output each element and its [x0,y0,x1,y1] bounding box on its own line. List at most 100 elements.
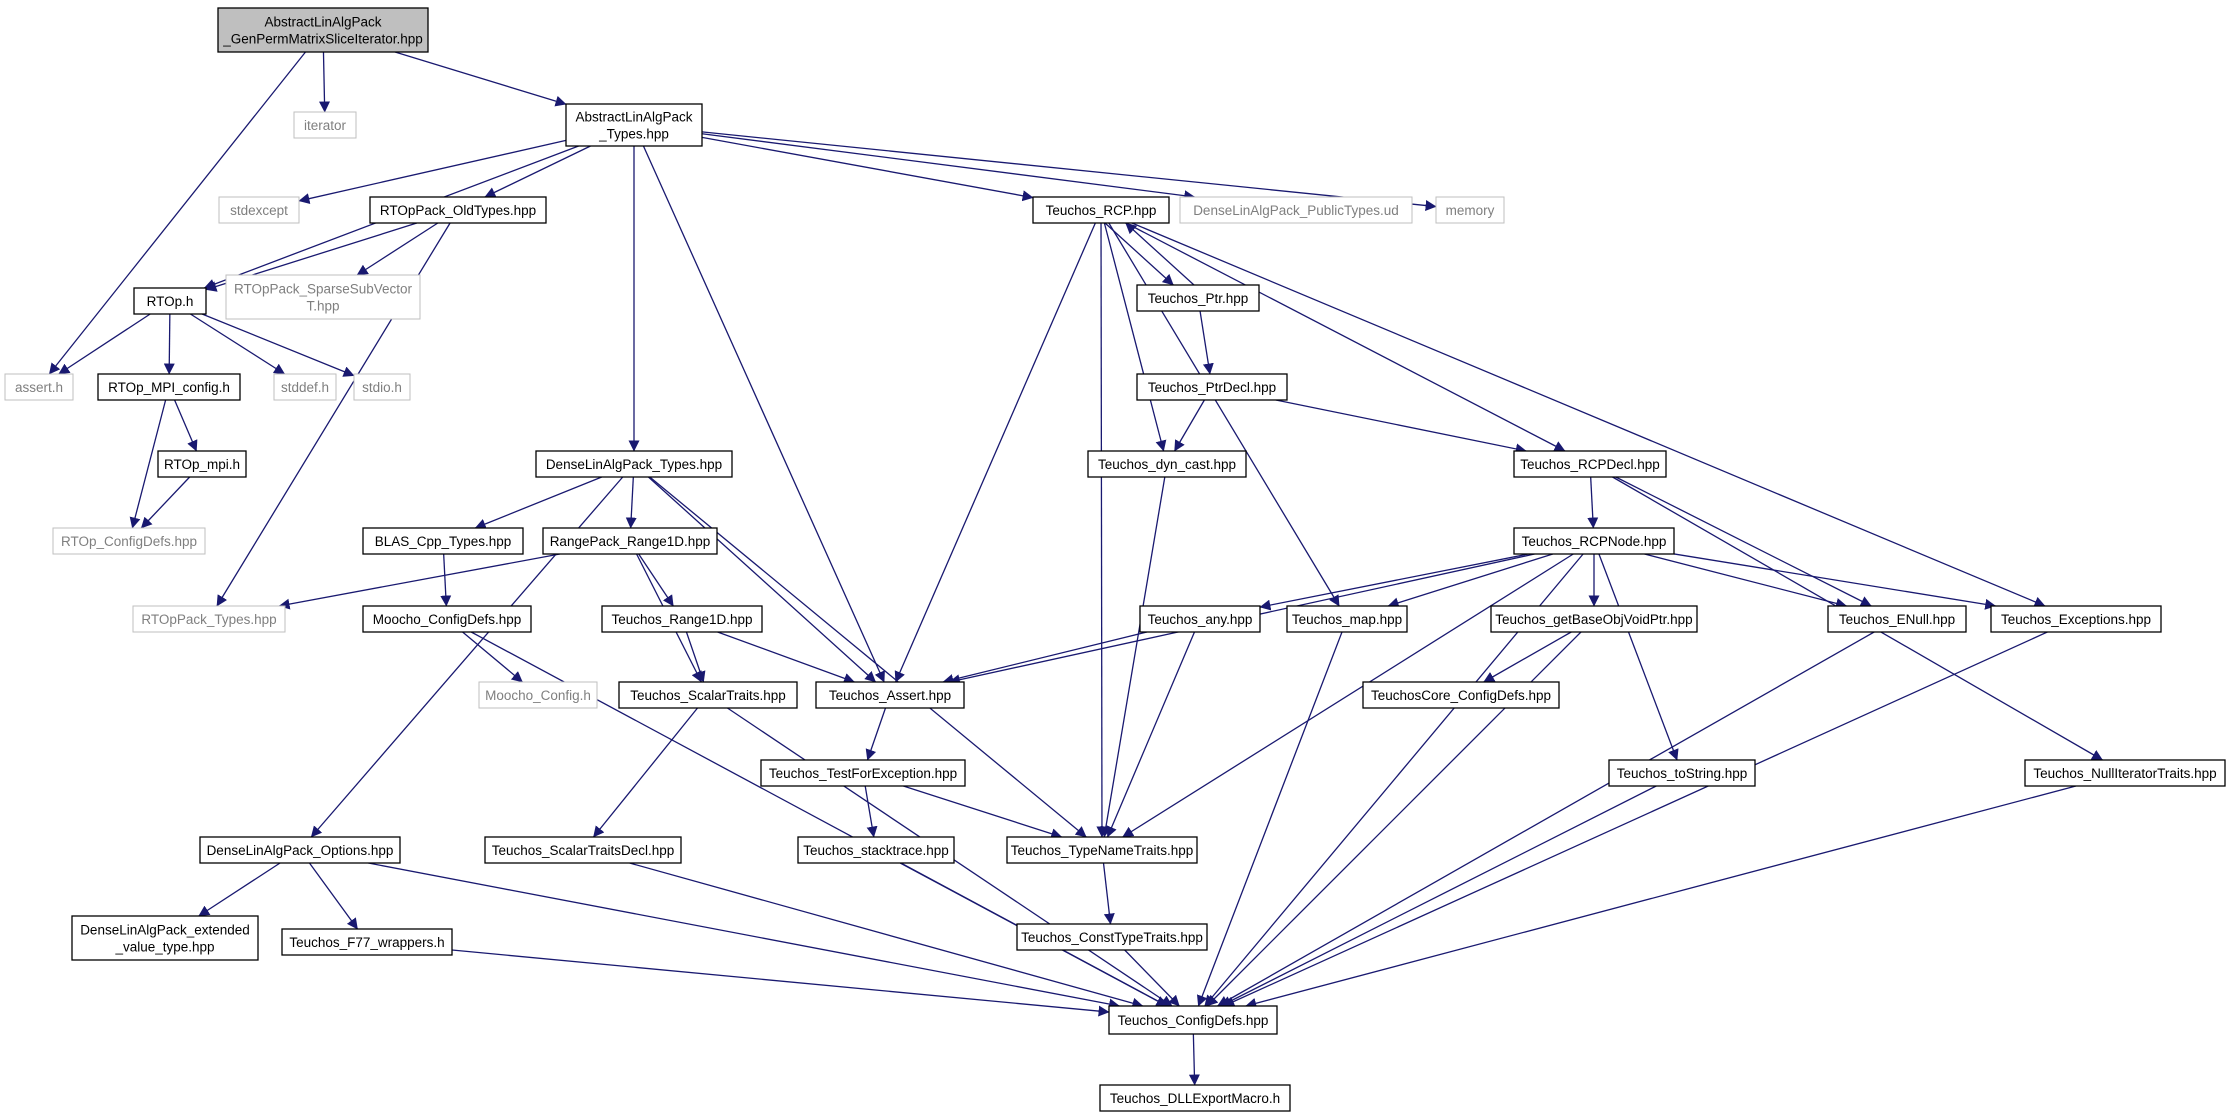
node-nulliterator[interactable]: Teuchos_NullIteratorTraits.hpp [2024,759,2226,787]
node-alap_types[interactable]: AbstractLinAlgPack_Types.hpp [565,103,703,147]
node-box [1136,284,1260,312]
edge-rangepack-to-rtoppack_types [278,553,560,610]
edge-teuchos_ptrdecl-to-dyn_cast [1174,399,1205,452]
node-box [157,450,247,478]
node-root[interactable]: AbstractLinAlgPack_GenPermMatrixSliceIte… [217,7,429,53]
node-label: Teuchos_PtrDecl.hpp [1148,380,1276,395]
edge-teuchos_rcp-to-teuchos_map [1108,222,1340,607]
node-box [1608,759,1756,787]
node-label: Teuchos_ScalarTraits.hpp [630,688,786,703]
node-dlap_extended[interactable]: DenseLinAlgPack_extended_value_type.hpp [71,915,259,961]
edge-rcpnode-to-exceptions [1673,553,1997,610]
node-rtop_mpi[interactable]: RTOp_mpi.h [157,450,247,478]
node-dlap_public: DenseLinAlgPack_PublicTypes.ud [1179,196,1413,224]
node-memory: memory [1435,196,1505,224]
edge-blas_cpp-to-moocho_configdefs [440,553,452,607]
edge-teuchos_rcp-to-rcpdecl [1125,222,1566,452]
node-teuchos_rcp[interactable]: Teuchos_RCP.hpp [1032,196,1170,224]
node-typenametraits[interactable]: Teuchos_TypeNameTraits.hpp [1006,836,1198,864]
edge-rtop_mpi_config-to-rtop_mpi [173,399,198,452]
node-scalartraits[interactable]: Teuchos_ScalarTraits.hpp [618,681,798,709]
node-f77[interactable]: Teuchos_F77_wrappers.h [281,928,453,956]
node-dlap_types[interactable]: DenseLinAlgPack_Types.hpp [535,450,733,478]
node-label: RTOp_ConfigDefs.hpp [61,534,197,549]
edge-rcpdecl-to-rcpnode [1587,476,1599,529]
node-exceptions[interactable]: Teuchos_Exceptions.hpp [1990,605,2162,633]
edge-rcpdecl-to-enull [1615,476,1872,607]
node-box [199,836,401,864]
node-moocho_configdefs[interactable]: Moocho_ConfigDefs.hpp [362,605,532,633]
node-teuchos_configdefs[interactable]: Teuchos_ConfigDefs.hpp [1108,1005,1278,1035]
node-label: Teuchos_RCPNode.hpp [1522,534,1667,549]
node-teuchos_ptrdecl[interactable]: Teuchos_PtrDecl.hpp [1136,373,1288,401]
node-box [815,681,965,709]
node-box [1108,1005,1278,1035]
node-rangepack[interactable]: RangePack_Range1D.hpp [542,527,718,555]
edge-alap_types-to-rtop_oldtypes [484,145,591,198]
node-label: Teuchos_toString.hpp [1617,766,1748,781]
node-label: Teuchos_stacktrace.hpp [803,843,949,858]
edge-rtop_h-to-stdio [201,313,355,377]
node-blas_cpp[interactable]: BLAS_Cpp_Types.hpp [362,527,524,555]
node-teuchoscore_configdefs[interactable]: TeuchosCore_ConfigDefs.hpp [1362,681,1560,709]
node-label: _Types.hpp [598,127,669,142]
node-box [1139,605,1261,633]
node-box [369,196,547,224]
node-testforexception[interactable]: Teuchos_TestForException.hpp [760,759,966,787]
edge-alap_types-to-memory [701,131,1437,211]
node-box [1513,450,1667,478]
edge-consttypetraits-to-teuchos_configdefs [1124,949,1180,1007]
node-dyn_cast[interactable]: Teuchos_dyn_cast.hpp [1087,450,1247,478]
node-rtop_h[interactable]: RTOp.h [133,287,207,315]
node-box [1513,527,1675,555]
node-stacktrace[interactable]: Teuchos_stacktrace.hpp [797,836,955,864]
node-rcpnode[interactable]: Teuchos_RCPNode.hpp [1513,527,1675,555]
node-box [1006,836,1198,864]
node-teuchos_map[interactable]: Teuchos_map.hpp [1286,605,1408,633]
node-label: _value_type.hpp [114,940,214,955]
node-rtop_mpi_config[interactable]: RTOp_MPI_config.h [97,373,241,401]
node-getbaseobj[interactable]: Teuchos_getBaseObjVoidPtr.hpp [1490,605,1698,633]
edge-teuchos_rcp-to-teuchos_ptr [1104,222,1174,286]
edge-typenametraits-to-consttypetraits [1102,862,1115,925]
node-label: Teuchos_ENull.hpp [1839,612,1955,627]
node-rcpdecl[interactable]: Teuchos_RCPDecl.hpp [1513,450,1667,478]
node-dllexport[interactable]: Teuchos_DLLExportMacro.h [1099,1084,1291,1112]
node-teuchos_ptr[interactable]: Teuchos_Ptr.hpp [1136,284,1260,312]
edge-teuchos_range1d-to-teuchos_assert [717,631,855,684]
edge-dlap_types-to-teuchos_assert [647,476,877,683]
edge-testforexception-to-typenametraits [903,785,1063,840]
edge-layer [48,51,2103,1086]
node-teuchos_range1d[interactable]: Teuchos_Range1D.hpp [601,605,763,633]
node-teuchos_assert[interactable]: Teuchos_Assert.hpp [815,681,965,709]
node-box [1087,450,1247,478]
node-label: TeuchosCore_ConfigDefs.hpp [1371,688,1551,703]
node-box [273,373,337,401]
node-label: _GenPermMatrixSliceIterator.hpp [222,32,423,47]
node-tostring[interactable]: Teuchos_toString.hpp [1608,759,1756,787]
node-box [484,836,682,864]
node-scalartraitsdecl[interactable]: Teuchos_ScalarTraitsDecl.hpp [484,836,682,864]
node-label: assert.h [15,380,63,395]
edge-teuchos_configdefs-to-dllexport [1188,1033,1200,1086]
node-label: BLAS_Cpp_Types.hpp [375,534,512,549]
edge-rtop_mpi-to-rtop_configdefs [140,476,191,529]
node-teuchos_any[interactable]: Teuchos_any.hpp [1139,605,1261,633]
node-rtop_configdefs: RTOp_ConfigDefs.hpp [52,527,206,555]
edge-dlap_options-to-teuchos_configdefs [368,862,1121,1010]
edge-enull-to-teuchos_configdefs [1217,631,1875,1007]
node-label: Moocho_ConfigDefs.hpp [373,612,522,627]
node-label: RTOpPack_Types.hpp [141,612,276,627]
node-dlap_options[interactable]: DenseLinAlgPack_Options.hpp [199,836,401,864]
edge-rtop_h-to-stddef [190,313,286,375]
node-label: stdexcept [230,203,288,218]
node-consttypetraits[interactable]: Teuchos_ConstTypeTraits.hpp [1016,923,1208,951]
edge-teuchos_rcp-to-dyn_cast [1103,222,1167,452]
node-label: RTOpPack_SparseSubVector [234,282,413,297]
node-enull[interactable]: Teuchos_ENull.hpp [1827,605,1967,633]
edge-teuchos_range1d-to-scalartraits [685,631,706,683]
node-box [293,111,357,139]
node-stdio: stdio.h [353,373,411,401]
node-rtop_oldtypes[interactable]: RTOpPack_OldTypes.hpp [369,196,547,224]
